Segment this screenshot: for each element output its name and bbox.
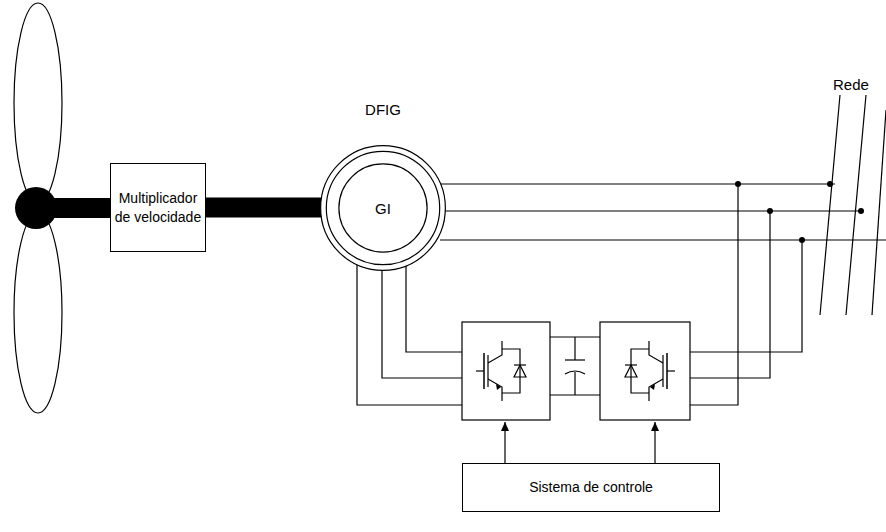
generator-circle: DFIGGI xyxy=(320,145,446,271)
blade xyxy=(14,213,62,413)
shaft-connector xyxy=(206,198,324,218)
junction-dots xyxy=(735,181,864,243)
igbt-symbol xyxy=(476,341,526,401)
induction-generator-circle: GI xyxy=(338,163,428,253)
box-label: Sistema de controle xyxy=(529,478,653,496)
gearbox-box: Multiplicador de velocidade xyxy=(110,163,206,252)
igbt-symbol xyxy=(625,341,675,401)
blade xyxy=(14,3,62,203)
box-label: Multiplicador de velocidade xyxy=(111,189,205,225)
grid-label: Rede xyxy=(833,76,869,93)
control-box: Sistema de controle xyxy=(462,463,720,512)
generator-label: DFIG xyxy=(320,101,446,118)
hub xyxy=(15,187,57,229)
stator-wires xyxy=(357,95,886,463)
generator-label: GI xyxy=(375,200,391,217)
